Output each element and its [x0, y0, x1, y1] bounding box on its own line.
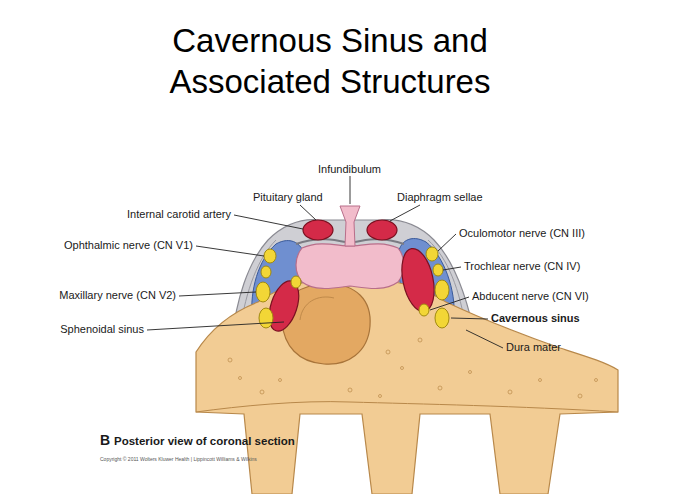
structure-label: Diaphragm sellae — [397, 191, 483, 204]
structure-label: Pituitary gland — [253, 191, 323, 204]
structure-label: Sphenoidal sinus — [60, 323, 144, 336]
cranial-nerve — [256, 247, 449, 328]
leader-line — [147, 176, 503, 348]
sphenoidal-sinus — [300, 297, 334, 320]
structure-label: Ophthalmic nerve (CN V1) — [64, 239, 193, 252]
structure-label: Trochlear nerve (CN IV) — [464, 260, 580, 273]
bone-texture — [228, 338, 598, 398]
bone-edge — [196, 402, 618, 412]
copyright-note: Copyright © 2011 Wolters Kluwer Health |… — [100, 456, 257, 462]
internal-carotid-artery — [303, 220, 333, 240]
pituitary-gland — [296, 244, 404, 289]
sphenoid-bone — [196, 278, 618, 494]
structure-label: Cavernous sinus — [491, 312, 580, 325]
title: Cavernous Sinus and Associated Structure… — [120, 20, 540, 102]
structure-label: Dura mater — [506, 341, 561, 354]
infundibulum — [340, 206, 360, 246]
structure-label: Internal carotid artery — [127, 208, 231, 221]
structure-label: Oculomotor nerve (CN III) — [459, 227, 585, 240]
caption: Posterior view of coronal section — [114, 434, 295, 448]
internal-carotid-artery — [397, 246, 440, 315]
structure-label: Maxillary nerve (CN V2) — [59, 289, 176, 302]
structure-label: Infundibulum — [318, 163, 381, 176]
structure-label: Abducent nerve (CN VI) — [472, 290, 589, 303]
internal-carotid-artery — [367, 220, 397, 240]
panel-letter: B — [100, 432, 110, 448]
